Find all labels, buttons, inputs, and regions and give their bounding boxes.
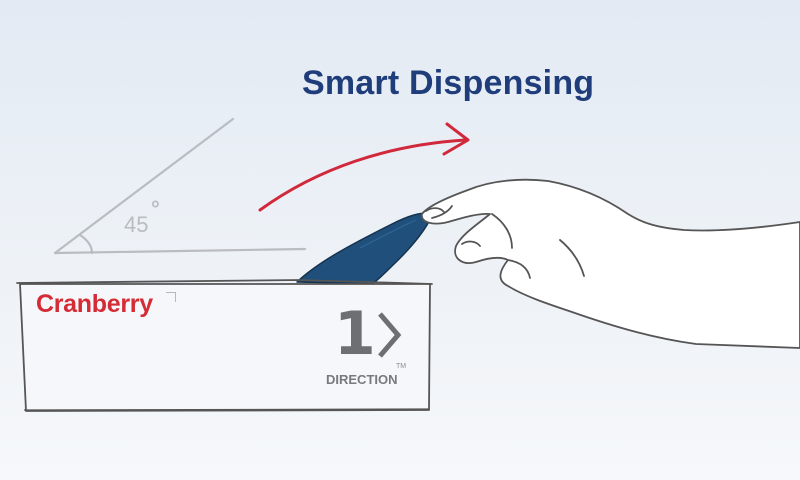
tissue-box [16, 279, 433, 412]
angle-base-ray [53, 247, 307, 255]
product-number: 1 [334, 299, 376, 369]
brand-corner-mark [166, 292, 176, 302]
finger-nail [461, 240, 481, 247]
finger-crease-1 [491, 213, 513, 249]
box-bottom-edge [23, 408, 431, 411]
product-logo: 1 TM DIRECTION [326, 300, 416, 396]
angle-top-ray [53, 117, 235, 255]
knuckle-line [559, 239, 585, 277]
thumb-nail [425, 207, 445, 213]
tissue-fold [359, 219, 417, 249]
angle-arc [78, 233, 94, 255]
chevron-right-icon [378, 312, 402, 358]
angle-value: 45 [124, 212, 149, 237]
thumb-crease [431, 205, 453, 219]
angle-indicator [53, 117, 307, 255]
brand-logo-text: Cranberry [36, 290, 153, 318]
box-top-edge [16, 279, 433, 285]
finger-crease-2 [507, 259, 531, 279]
hand-outline [420, 178, 800, 349]
headline: Smart Dispensing [302, 64, 595, 102]
trademark-mark: TM [396, 363, 407, 370]
curved-arrow-icon [258, 122, 470, 212]
box-body [19, 283, 431, 412]
product-name: DIRECTION [326, 372, 398, 387]
tissue [296, 212, 433, 285]
hand [420, 178, 800, 349]
degree-mark: ° [151, 196, 160, 221]
